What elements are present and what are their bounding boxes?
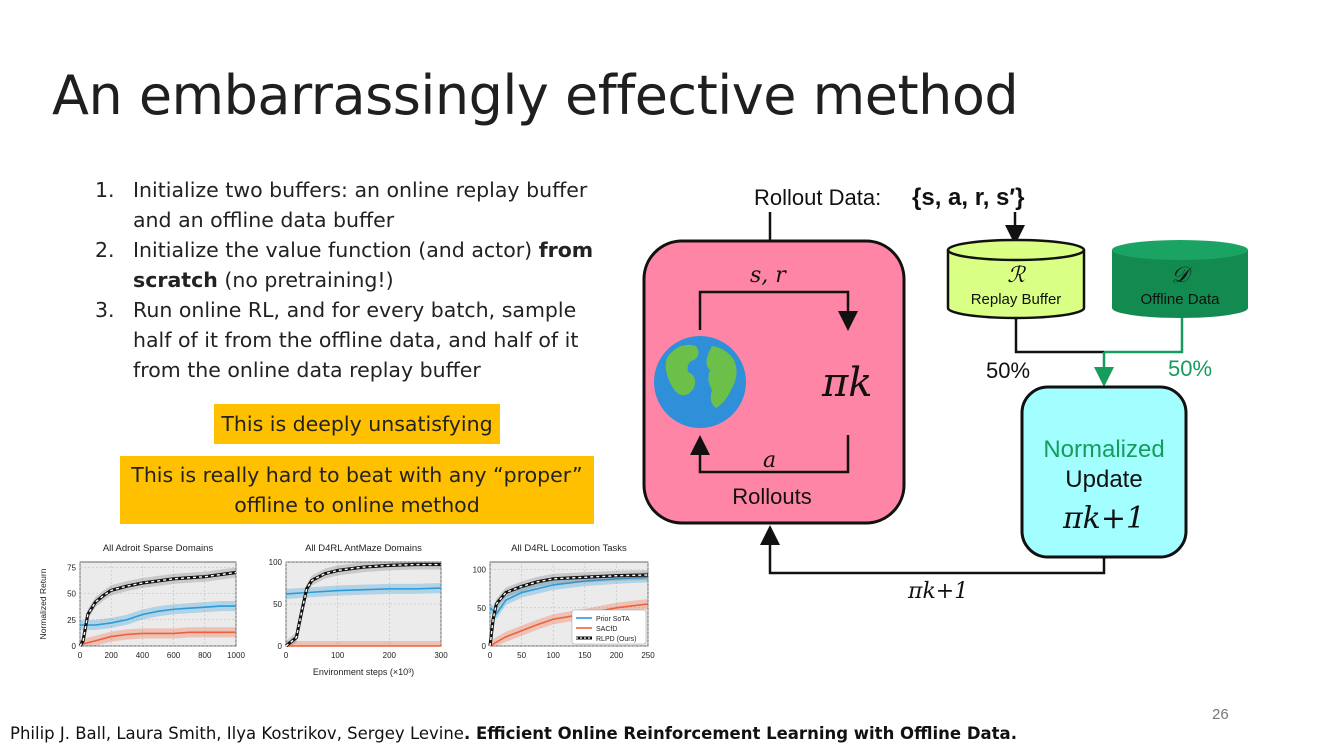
highlight-hard-to-beat: This is really hard to beat with any “pr… [120, 456, 594, 524]
x-tick-label: 100 [331, 651, 345, 660]
y-tick-label: 50 [477, 604, 486, 613]
update-policy: πk+1 [1062, 501, 1145, 536]
policy-symbol: πk [821, 360, 873, 406]
x-tick-label: 250 [641, 651, 655, 660]
step-2: 2. Initialize the value function (and ac… [95, 235, 595, 295]
step-number: 3. [95, 298, 115, 322]
x-axis-label: Environment steps (×10³) [313, 667, 414, 677]
x-tick-label: 400 [136, 651, 150, 660]
y-tick-label: 25 [67, 616, 76, 625]
offline-fraction: 50% [1168, 356, 1212, 381]
replay-buffer-cylinder [946, 238, 1086, 320]
step-1: 1. Initialize two buffers: an online rep… [95, 175, 595, 235]
citation-authors: Philip J. Ball, Laura Smith, Ilya Kostri… [10, 724, 464, 743]
legend-entry: RLPD (Ours) [596, 636, 636, 643]
citation: Philip J. Ball, Laura Smith, Ilya Kostri… [10, 724, 1017, 743]
x-tick-label: 150 [578, 651, 592, 660]
series-line [79, 571, 237, 647]
feedback-arrow [760, 525, 1106, 575]
y-tick-label: 50 [67, 590, 76, 599]
series-line [285, 563, 441, 647]
series-band [286, 640, 441, 646]
legend-entry: Prior SoTA [596, 616, 630, 623]
policy-to-env-arrow [690, 435, 850, 474]
page-number: 26 [1212, 706, 1229, 723]
y-tick-label: 0 [482, 642, 487, 651]
x-tick-label: 300 [434, 651, 448, 660]
feedback-policy: πk+1 [907, 579, 968, 604]
y-tick-label: 0 [278, 642, 283, 651]
series-line [285, 587, 442, 595]
series-band [490, 569, 648, 646]
step-3: 3. Run online RL, and for every batch, s… [95, 295, 595, 385]
x-tick-label: 200 [610, 651, 624, 660]
series-line [79, 631, 236, 647]
slide-title: An embarrassingly effective method [52, 64, 1019, 127]
env-to-policy-arrow [698, 290, 858, 331]
method-steps: 1. Initialize two buffers: an online rep… [95, 175, 595, 385]
chart-title: All D4RL AntMaze Domains [305, 543, 422, 554]
offline-data-label: Offline Data [1141, 291, 1221, 308]
globe-icon [654, 336, 746, 428]
y-tick-label: 100 [473, 566, 487, 575]
replay-symbol: ℛ [1007, 263, 1026, 288]
highlight-unsatisfying: This is deeply unsatisfying [214, 404, 500, 444]
offline-symbol: 𝒟 [1171, 263, 1193, 288]
x-tick-label: 1000 [227, 651, 245, 660]
series-line [489, 576, 649, 616]
step-text: Initialize the value function (and actor… [133, 238, 594, 292]
x-tick-label: 100 [547, 651, 561, 660]
legend-entry: SACfD [596, 626, 617, 633]
series-band [286, 583, 441, 599]
chart-title: All Adroit Sparse Domains [103, 543, 214, 554]
y-tick-label: 50 [273, 600, 282, 609]
step-text: Initialize two buffers: an online replay… [133, 178, 588, 232]
x-tick-label: 200 [105, 651, 119, 660]
step-number: 2. [95, 238, 115, 262]
x-tick-label: 200 [383, 651, 397, 660]
step-number: 1. [95, 178, 115, 202]
env-to-policy-label: s, r [750, 263, 787, 288]
policy-to-env-label: a [763, 448, 776, 473]
x-tick-label: 600 [167, 651, 181, 660]
chart-title: All D4RL Locomotion Tasks [511, 543, 627, 554]
update-line2: Update [1065, 466, 1142, 493]
x-tick-label: 0 [78, 651, 83, 660]
rollouts-label: Rollouts [732, 484, 811, 509]
rlpd-diagram: Rollout Data: {s, a, r, s′} s, r a πk Ro… [642, 184, 1248, 604]
x-tick-label: 50 [517, 651, 526, 660]
replay-merge-line [1014, 318, 1104, 354]
x-tick-label: 0 [488, 651, 493, 660]
x-tick-label: 0 [284, 651, 289, 660]
y-tick-label: 0 [72, 642, 77, 651]
rollout-data-tuple: {s, a, r, s′} [912, 184, 1025, 211]
offline-merge-line [1104, 318, 1184, 354]
y-tick-label: 100 [269, 558, 283, 567]
update-line1: Normalized [1043, 436, 1164, 463]
y-tick-label: 75 [67, 563, 76, 572]
rollout-data-label: Rollout Data: [754, 185, 881, 210]
series-line [488, 573, 649, 647]
offline-data-cylinder [1112, 240, 1248, 318]
step-text: Run online RL, and for every batch, samp… [133, 298, 579, 382]
replay-fraction: 50% [986, 358, 1030, 383]
series-line [80, 605, 236, 626]
x-tick-label: 800 [198, 651, 212, 660]
citation-paper: Efficient Online Reinforcement Learning … [475, 724, 1017, 743]
replay-buffer-label: Replay Buffer [971, 291, 1062, 308]
y-axis-label: Normalized Return [38, 568, 48, 639]
series-band [490, 572, 648, 619]
